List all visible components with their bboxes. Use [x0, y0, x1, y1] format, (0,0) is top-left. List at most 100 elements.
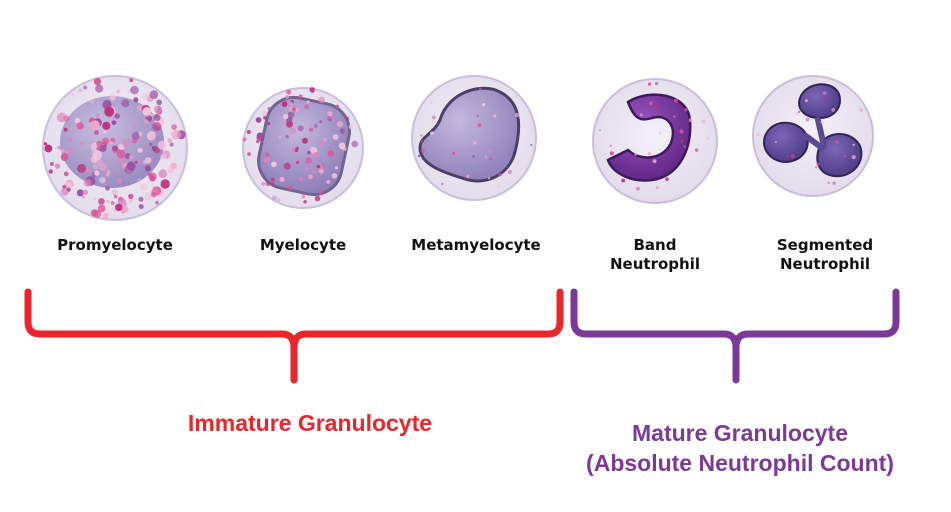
granule — [648, 82, 652, 86]
granule — [120, 205, 129, 214]
granule — [154, 114, 161, 121]
granule — [151, 192, 157, 198]
granule — [279, 176, 285, 182]
granule — [346, 116, 350, 120]
granule — [170, 162, 177, 169]
granule — [493, 114, 497, 118]
myelocyte-label: Myelocyte — [259, 236, 347, 254]
granule — [291, 107, 296, 112]
granule — [267, 107, 272, 111]
granule — [314, 195, 321, 202]
granule — [302, 137, 308, 144]
granule — [298, 177, 303, 182]
granule — [103, 130, 107, 134]
granule — [301, 194, 306, 199]
granule — [304, 166, 309, 171]
granule — [831, 108, 836, 112]
granule — [85, 168, 91, 174]
granule — [757, 133, 760, 136]
granule — [351, 140, 359, 148]
granule — [303, 200, 307, 204]
granule — [790, 154, 795, 159]
granule — [477, 123, 482, 128]
granule — [104, 106, 115, 117]
granule — [142, 92, 150, 100]
granule — [348, 124, 354, 130]
granule — [246, 130, 251, 134]
granule — [621, 178, 626, 183]
granule — [151, 145, 157, 152]
granule — [99, 144, 107, 152]
granule — [285, 135, 289, 139]
granule — [255, 117, 262, 123]
granule — [297, 125, 304, 132]
granule — [318, 190, 323, 195]
granule — [312, 152, 319, 159]
granule — [278, 135, 282, 139]
granule — [144, 119, 149, 124]
granule — [63, 127, 68, 132]
granule — [122, 138, 132, 148]
granule — [476, 114, 479, 118]
granule — [102, 121, 111, 130]
granule — [298, 94, 303, 99]
granule — [93, 78, 102, 86]
granule — [420, 134, 423, 137]
granule — [701, 119, 706, 124]
granule — [71, 93, 75, 97]
granule — [283, 162, 291, 170]
granule — [82, 189, 89, 195]
granule — [142, 107, 152, 116]
granule — [805, 99, 808, 102]
granule — [488, 177, 491, 180]
granule — [265, 152, 270, 157]
granule — [683, 145, 687, 149]
granule — [792, 138, 795, 141]
granule — [148, 172, 157, 181]
granule — [97, 204, 106, 213]
granule — [48, 169, 53, 174]
granule — [131, 131, 140, 140]
granule — [654, 105, 659, 109]
granule — [94, 130, 99, 135]
granule — [322, 137, 327, 142]
segmented-neutrophil-label: Segmented Neutrophil — [776, 236, 874, 273]
granule — [318, 96, 326, 104]
granule — [90, 120, 100, 131]
promyelocyte-cell-image — [42, 75, 188, 221]
granule — [158, 169, 168, 179]
granule — [102, 137, 110, 145]
granule — [286, 89, 292, 95]
granule — [488, 149, 493, 153]
granule — [304, 104, 310, 110]
granule — [256, 132, 264, 140]
granule — [114, 113, 120, 119]
granule — [305, 157, 312, 164]
granule — [54, 163, 61, 169]
granule — [160, 179, 170, 189]
granule — [156, 99, 162, 106]
granule — [658, 131, 662, 135]
granule — [93, 197, 97, 201]
granule — [309, 127, 314, 132]
granule — [420, 140, 424, 143]
granule — [827, 181, 830, 185]
granule — [133, 126, 137, 130]
granule — [452, 151, 456, 155]
granule — [167, 138, 173, 143]
granule — [294, 148, 298, 153]
granule — [295, 160, 300, 164]
granule — [634, 152, 637, 156]
granule — [287, 111, 295, 118]
granule — [266, 121, 271, 126]
granule — [99, 176, 106, 184]
granule — [124, 165, 134, 175]
granule — [144, 192, 153, 201]
granule — [139, 183, 148, 191]
granule — [263, 156, 271, 163]
granule — [110, 201, 115, 205]
granule — [109, 93, 117, 101]
granule — [93, 209, 102, 218]
granule — [706, 136, 710, 140]
granule — [342, 146, 347, 151]
